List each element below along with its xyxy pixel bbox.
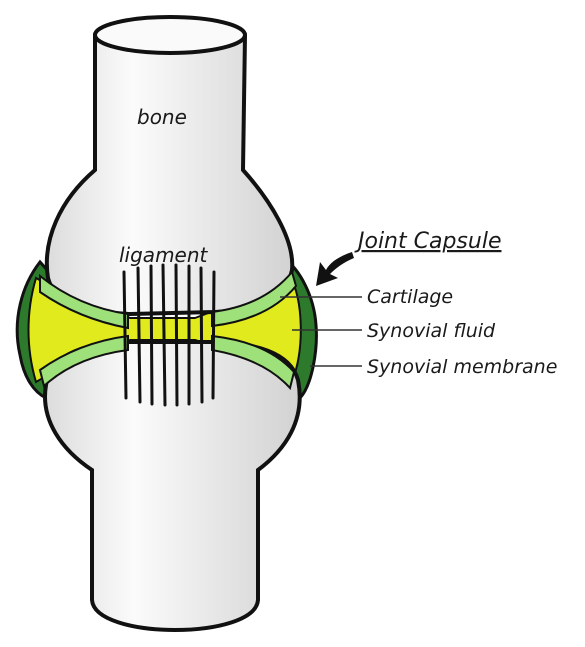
synovial-membrane-label: Synovial membrane	[367, 356, 557, 378]
bone-label: bone	[137, 105, 187, 129]
upper-bone	[47, 20, 292, 314]
cartilage-label: Cartilage	[367, 286, 453, 308]
lower-bone	[45, 342, 300, 630]
bone-top-end	[95, 17, 245, 53]
joint-capsule-label: Joint Capsule	[354, 229, 501, 254]
synovial-fluid-label: Synovial fluid	[367, 320, 496, 342]
capsule-arrow-icon	[316, 252, 354, 286]
ligament-label: ligament	[119, 243, 209, 267]
